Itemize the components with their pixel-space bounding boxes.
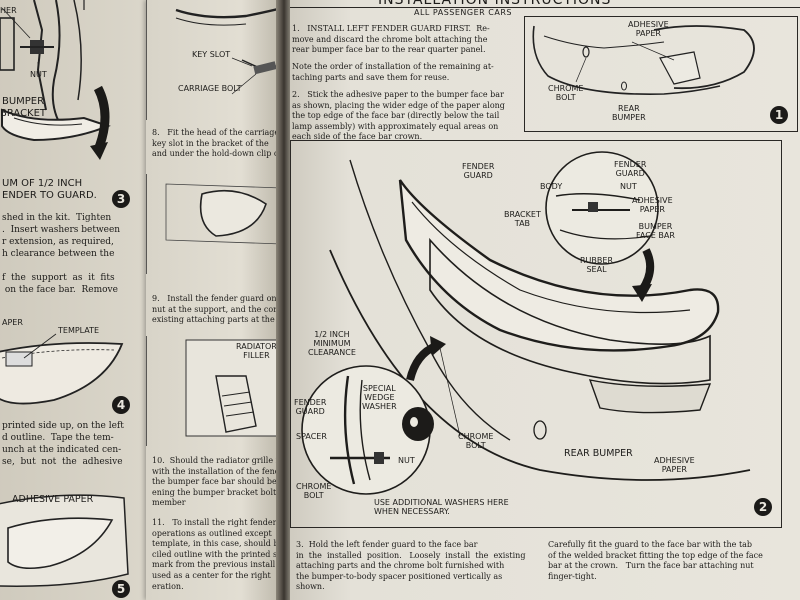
fig2-rubber-seal-label: RUBBER SEAL	[580, 256, 614, 274]
key-slot-label: KEY SLOT	[192, 50, 231, 59]
bumper-bracket-label: BUMPER BRACKET	[0, 96, 47, 119]
book-gutter	[276, 0, 292, 600]
right-page: INSTALLATION INSTRUCTIONS ALL PASSENGER …	[290, 0, 800, 600]
step-10-text: 10. Should the radiator grille fi with t…	[152, 456, 282, 508]
step-3-text: 3. Hold the left fender guard to the fac…	[296, 540, 526, 592]
radiator-filler-label: RADIATOR FILLER	[236, 342, 277, 360]
fig2-adhesive-paper-inset-label: ADHESIVE PAPER	[632, 196, 673, 214]
fig2-chrome-bolt-label: CHROME BOLT	[458, 432, 494, 450]
fig2-bumper-face-bar-label: BUMPER FACE BAR	[636, 222, 675, 240]
fig2-nut-detail-label: NUT	[398, 456, 415, 465]
middle-page: KEY SLOT CARRIAGE BOLT 8. Fit the head o…	[146, 0, 282, 600]
template-label: TEMPLATE	[58, 326, 100, 335]
fig2-nut-inset-label: NUT	[620, 182, 637, 191]
fig5-number: 5	[112, 580, 130, 598]
fig1-number: 1	[770, 106, 788, 124]
bumper-bracket-figure	[0, 0, 111, 160]
guard-template-figure	[146, 174, 282, 274]
template-figure	[0, 333, 124, 405]
washer-label: HER	[0, 6, 17, 15]
fig2-rear-bumper-label: REAR BUMPER	[564, 448, 633, 459]
step-11-text: 11. To install the right fender operatio…	[152, 518, 280, 591]
step-1-text: 1. INSTALL LEFT FENDER GUARD FIRST. Re- …	[292, 24, 490, 55]
carriage-bolt-label: CARRIAGE BOLT	[178, 84, 242, 93]
header-title: INSTALLATION INSTRUCTIONS	[378, 0, 612, 8]
note-text: Note the order of installation of the re…	[292, 62, 494, 82]
figure-2-drawing	[301, 151, 751, 495]
fig2-chrome-bolt-detail-label: CHROME BOLT	[296, 482, 332, 500]
fig1-rear-bumper-label: REAR BUMPER	[612, 104, 646, 122]
fig2-fender-guard-inset-label: FENDER GUARD	[614, 160, 647, 178]
step-8-text: 8. Fit the head of the carriage key slot…	[152, 128, 282, 159]
header-rule	[290, 7, 800, 8]
fig1-chrome-bolt-label: CHROME BOLT	[548, 84, 584, 102]
fig2-number: 2	[754, 498, 772, 516]
figure-1-box	[524, 16, 798, 132]
step-3-continued-text: Carefully fit the guard to the face bar …	[548, 540, 763, 581]
figure-1-drawing	[532, 25, 755, 95]
fig5-adhesive-paper-label: ADHESIVE PAPER	[12, 494, 94, 505]
left-text-a: shed in the kit. Tighten . Insert washer…	[2, 213, 121, 259]
adhesive-paper-figure	[0, 494, 129, 587]
figure-2-box	[290, 140, 782, 528]
fig2-min-clearance-label: 1/2 INCH MINIMUM CLEARANCE	[308, 330, 356, 357]
step-2-text: 2. Stick the adhesive paper to the bumpe…	[292, 90, 505, 142]
left-text-c: printed side up, on the left d outline. …	[2, 421, 124, 467]
fig1-adhesive-paper-label: ADHESIVE PAPER	[628, 20, 669, 38]
fig2-washers-note: USE ADDITIONAL WASHERS HERE WHEN NECESSA…	[374, 498, 509, 516]
nut-label: NUT	[30, 70, 47, 79]
fig2-adhesive-paper-label: ADHESIVE PAPER	[654, 456, 695, 474]
fig2-fender-guard-label: FENDER GUARD	[462, 162, 495, 180]
fig2-body-label: BODY	[540, 182, 563, 191]
fig2-spacer-label: SPACER	[296, 432, 327, 441]
key-slot-figure	[146, 0, 282, 120]
fig4-number: 4	[112, 396, 130, 414]
fig3-caption: UM OF 1/2 INCH ENDER TO GUARD.	[2, 178, 97, 201]
header-subtitle: ALL PASSENGER CARS	[414, 8, 512, 17]
radiator-filler-figure	[146, 336, 282, 446]
fig2-bracket-tab-label: BRACKET TAB	[504, 210, 541, 228]
fig2-special-washer-label: SPECIAL WEDGE WASHER	[362, 384, 397, 411]
paper-label: APER	[2, 318, 23, 327]
step-9-text: 9. Install the fender guard on nut at th…	[152, 294, 282, 325]
fig2-fender-guard-detail-label: FENDER GUARD	[294, 398, 327, 416]
left-text-b: f the support as it fits on the face bar…	[2, 273, 118, 295]
fig3-number: 3	[112, 190, 130, 208]
